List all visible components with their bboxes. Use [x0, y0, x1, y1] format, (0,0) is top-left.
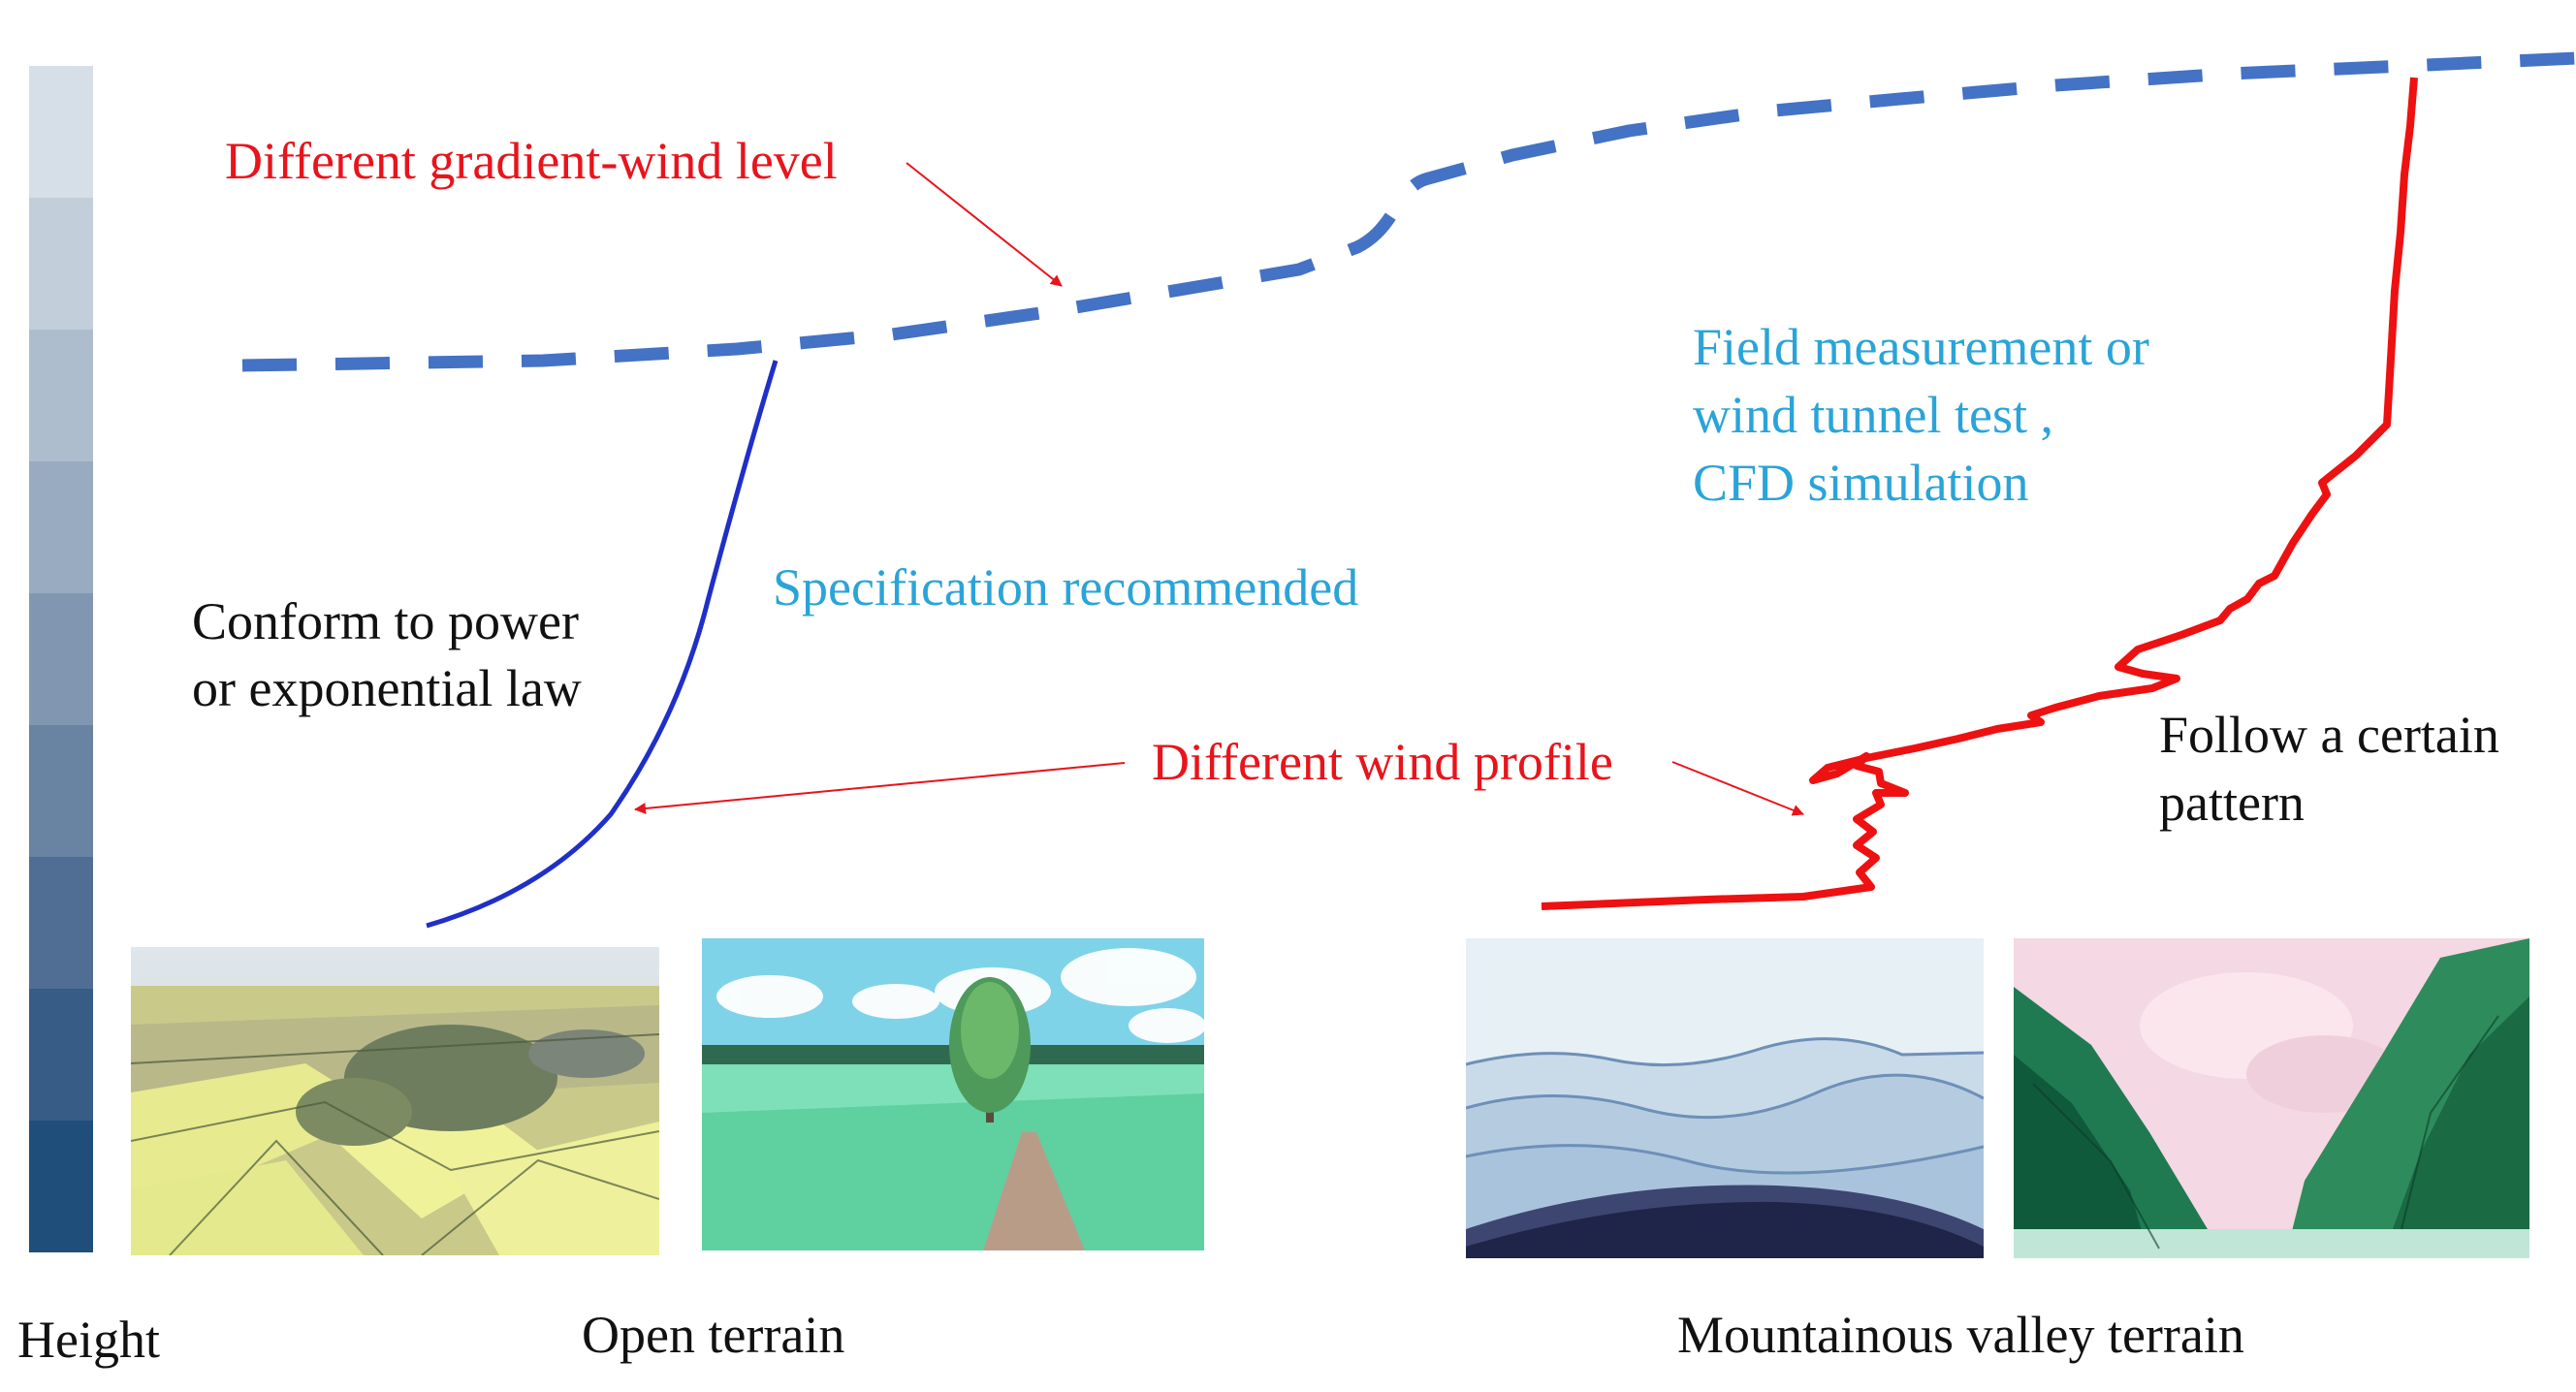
meadow-photo [702, 938, 1204, 1250]
valley-photo [2014, 938, 2529, 1258]
conform-label-line2: or exponential law [192, 659, 582, 717]
conform-label-line1: Conform to power [192, 592, 579, 650]
mountain-layers-photo [1466, 938, 1984, 1258]
height-bar-segment [29, 66, 93, 198]
specification-label: Specification recommended [773, 558, 1359, 617]
gradient-level-arrow [906, 162, 1063, 287]
height-bar-segment [29, 330, 93, 461]
field-measurement-label-line3: CFD simulation [1693, 454, 2029, 512]
wind-profile-arrow-right [1671, 761, 1804, 816]
field-measurement-label-line2: wind tunnel test , [1693, 386, 2053, 444]
wind-profile-label: Different wind profile [1152, 733, 1613, 791]
mountain-terrain-profile [1541, 77, 2418, 910]
follow-pattern-label-line2: pattern [2159, 774, 2305, 832]
mountain-terrain-caption: Mountainous valley terrain [1677, 1306, 2244, 1364]
gradient-wind-label: Different gradient-wind level [225, 132, 838, 190]
farmland-photo [131, 947, 659, 1255]
follow-pattern-label-line1: Follow a certain [2159, 706, 2499, 764]
height-bar-segment [29, 857, 93, 989]
height-bar-segment [29, 725, 93, 857]
field-measurement-label-line1: Field measurement or [1693, 318, 2149, 376]
open-terrain-profile [426, 360, 779, 929]
height-bar-segment [29, 198, 93, 330]
height-bar [29, 66, 93, 1252]
height-bar-segment [29, 461, 93, 593]
gradient-wind-line [241, 51, 2576, 372]
open-terrain-caption: Open terrain [582, 1306, 845, 1364]
height-bar-segment [29, 1121, 93, 1252]
wind-profile-arrow-left [634, 762, 1126, 814]
height-bar-segment [29, 593, 93, 725]
height-axis-label: Height [17, 1311, 160, 1369]
height-bar-segment [29, 989, 93, 1121]
